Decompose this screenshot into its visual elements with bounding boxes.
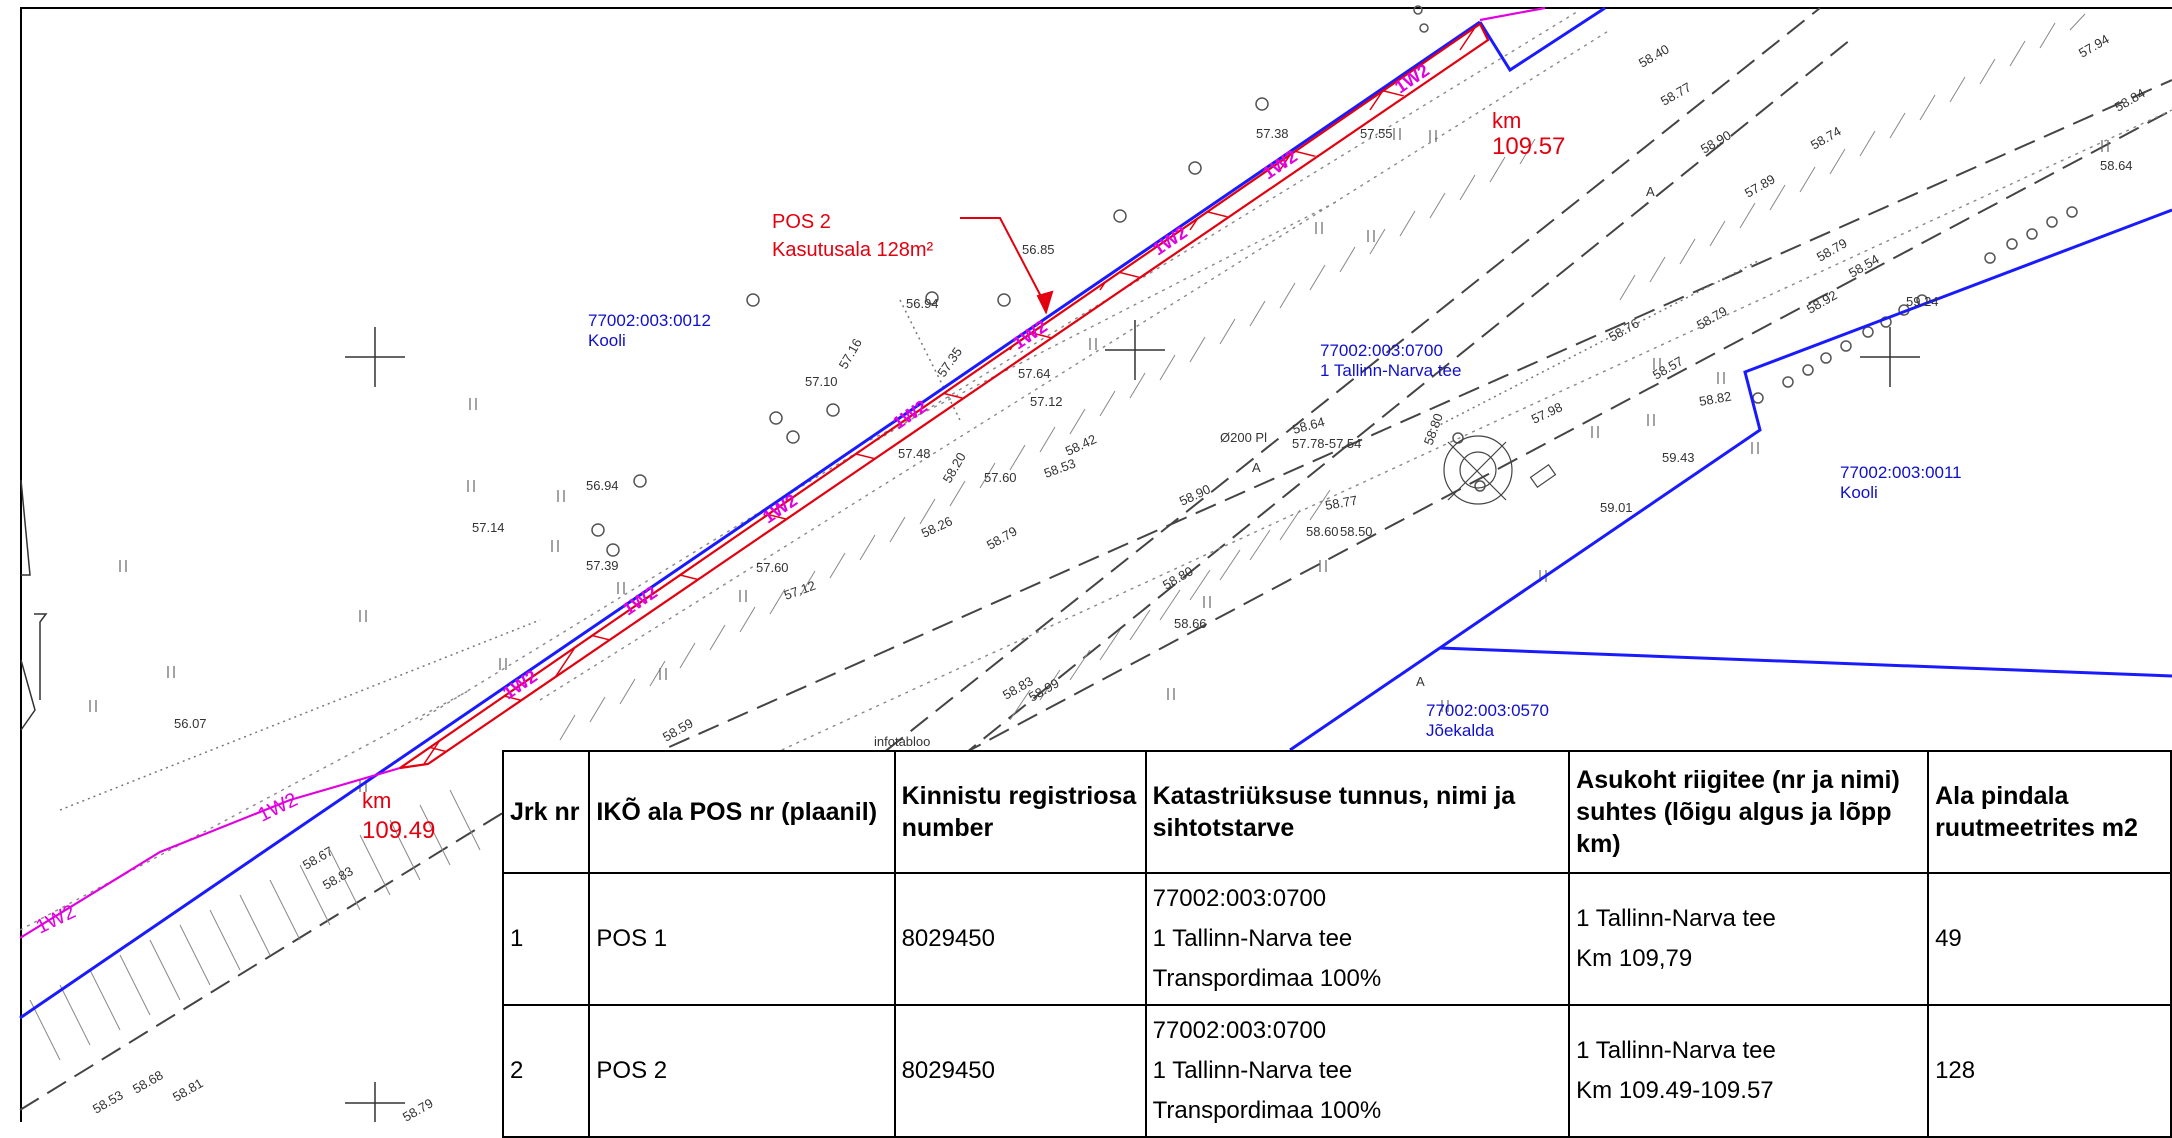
header-kataster: Katastriüksuse tunnus, nimi ja sihtotsta… [1144,750,1571,874]
parcel-name: Kooli [588,331,626,350]
cadastral-boundaries [19,6,2172,1020]
elevation-label: 59.01 [1600,500,1633,515]
elevation-label: 57.55 [1360,126,1393,141]
elevation-label: 57.78-57.54 [1292,436,1361,451]
left-edge-symbols [20,479,48,731]
parcel-id: 77002:003:0570 [1426,701,1549,720]
elevation-label: 57.60 [756,560,789,575]
table-header-row: Jrk nr IKÕ ala POS nr (plaanil) Kinnistu… [501,750,2172,874]
elevation-label: 58.82 [1698,389,1733,409]
elevation-label: 57.60 [984,470,1017,485]
parcel-name: Kooli [1840,483,1878,502]
kataster-id: 77002:003:0700 [1152,1017,1327,1044]
kataster-name: 1 Tallinn-Narva tee [1152,925,1353,952]
elevation-label: 59.24 [1906,294,1939,309]
tree-symbols [591,5,2078,557]
asukoht-road: 1 Tallinn-Narva tee [1576,1037,1776,1064]
road-edges [19,9,2172,931]
cell-pindala: 49 [1927,872,2172,1006]
elevation-label: 57.64 [1018,366,1051,381]
ground-marks [89,128,2109,792]
dotted-lines [59,259,1761,811]
elevation-label: 57.12 [1030,394,1063,409]
elevation-label: 58.77 [1324,493,1359,513]
cell-asukoht: 1 Tallinn-Narva tee Km 109.49-109.57 [1568,1004,1930,1138]
km-marker-value: 109.57 [1492,133,1565,160]
water-line-1w2 [19,6,1546,939]
kataster-name: 1 Tallinn-Narva tee [1152,1057,1353,1084]
km-marker-prefix: km [362,788,391,813]
parcel-id: 77002:003:0700 [1320,341,1443,360]
parcel-id: 77002:003:0012 [588,311,711,330]
kataster-purpose: Transpordimaa 100% [1152,1097,1382,1124]
cell-kinnistu: 8029450 [893,1004,1147,1138]
elevation-label: 58.50 [1340,524,1373,539]
cell-jrk: 1 [501,872,591,1006]
parcel-id: 77002:003:0011 [1840,463,1962,482]
parcel-name: 1 Tallinn-Narva tee [1320,361,1461,380]
cell-asukoht: 1 Tallinn-Narva tee Km 109,79 [1568,872,1930,1006]
road-marker: A [1252,460,1261,475]
pos-callout-title: POS 2 [772,211,831,233]
header-asukoht: Asukoht riigitee (nr ja nimi) suhtes (lõ… [1568,750,1930,874]
elevation-label: 56.85 [1022,242,1055,257]
pos-callout-subtitle: Kasutusala 128m² [772,239,934,261]
elevation-label: 57.10 [805,374,838,389]
elevation-label: 57.48 [898,446,931,461]
pipe-label: Ø200 Pl [1220,430,1267,445]
asukoht-km: Km 109.49-109.57 [1576,1077,1774,1104]
cell-kataster: 77002:003:0700 1 Tallinn-Narva tee Trans… [1144,872,1571,1006]
elevation-label: 57.39 [586,558,619,573]
header-pos: IKÕ ala POS nr (plaanil) [588,750,896,874]
header-kinnistu: Kinnistu registriosa number [893,750,1147,874]
grid-crosses [345,320,1920,1122]
cadastral-table: Jrk nr IKÕ ala POS nr (plaanil) Kinnistu… [501,750,2172,1138]
kataster-purpose: Transpordimaa 100% [1152,965,1382,992]
parcel-name: Jõekalda [1426,721,1495,740]
table-row: 1 POS 1 8029450 77002:003:0700 1 Tallinn… [501,872,2172,1006]
cell-pos: POS 2 [588,1004,896,1138]
road-marker: A [1416,674,1425,689]
asukoht-road: 1 Tallinn-Narva tee [1576,905,1776,932]
cell-pos: POS 1 [588,872,896,1006]
elevation-label: 58.60 [1306,524,1339,539]
elevation-label: 57.14 [472,520,505,535]
elevation-label: 57.38 [1256,126,1289,141]
cell-kinnistu: 8029450 [893,872,1147,1006]
embankment-hatching [29,13,2086,1061]
elevation-label: 58.64 [2100,158,2133,173]
header-pindala: Ala pindala ruutmeetrites m2 [1927,750,2172,874]
pos2-callout-arrow [960,217,1054,315]
elevation-label: 56.07 [174,716,207,731]
asukoht-km: Km 109,79 [1576,945,1693,972]
elevation-label: 58.66 [1174,616,1207,631]
manhole-cluster [1443,435,1557,505]
elevation-label: 59.43 [1662,450,1695,465]
elevation-label: 56.94 [586,478,619,493]
infotabloo-label: infotabloo [874,734,930,749]
km-marker-prefix: km [1492,108,1521,133]
table-row: 2 POS 2 8029450 77002:003:0700 1 Tallinn… [501,1004,2172,1138]
elevation-label: 56.94 [906,296,939,311]
cell-jrk: 2 [501,1004,591,1138]
kataster-id: 77002:003:0700 [1152,885,1327,912]
header-jrk: Jrk nr [501,750,591,874]
cell-pindala: 128 [1927,1004,2172,1138]
km-marker-value: 109.49 [362,817,435,844]
cell-kataster: 77002:003:0700 1 Tallinn-Narva tee Trans… [1144,1004,1571,1138]
road-marker: A [1646,184,1655,199]
